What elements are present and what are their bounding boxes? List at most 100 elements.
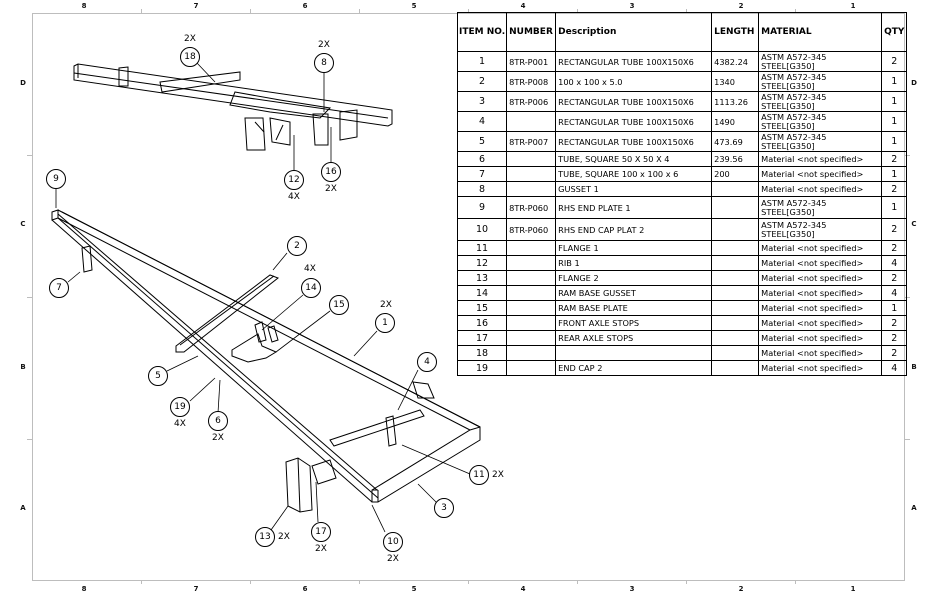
cell-description: FLANGE 2 <box>555 270 713 286</box>
cell-material: Material <not specified> <box>758 151 883 167</box>
cell-qty: 2 <box>881 151 908 167</box>
cell-description: RIB 1 <box>555 255 713 271</box>
balloon: 3 <box>434 498 454 518</box>
cell-item-no: 1 <box>456 51 508 72</box>
zone-column-label: 6 <box>302 2 308 10</box>
header-number: NUMBER <box>506 12 557 52</box>
zone-row-label: C <box>911 220 917 228</box>
svg-text:4X: 4X <box>288 192 300 202</box>
svg-text:4X: 4X <box>174 419 186 429</box>
cell-item-no: 3 <box>456 91 508 112</box>
svg-text:2X: 2X <box>315 544 327 554</box>
cell-qty: 2 <box>881 330 908 346</box>
cell-material: Material <not specified> <box>758 315 883 331</box>
cell-material: Material <not specified> <box>758 166 883 182</box>
svg-text:14: 14 <box>305 283 317 293</box>
zone-column-label: 2 <box>738 585 744 593</box>
balloon: 5 <box>148 366 168 386</box>
svg-text:11: 11 <box>473 470 484 480</box>
cell-qty: 1 <box>881 166 908 182</box>
cell-length: 473.69 <box>711 131 760 152</box>
balloon: 6 2X <box>208 411 228 443</box>
zone-column-label: 7 <box>193 585 199 593</box>
cell-qty: 2 <box>881 315 908 331</box>
leader-lines <box>55 62 471 533</box>
zone-column-label: 4 <box>520 585 526 593</box>
cell-item-no: 4 <box>456 111 508 132</box>
svg-text:10: 10 <box>387 537 399 547</box>
svg-text:3: 3 <box>441 503 447 513</box>
zone-row-label: A <box>911 504 917 512</box>
cell-item-no: 16 <box>456 315 508 331</box>
cell-item-no: 12 <box>456 255 508 271</box>
cell-item-no: 13 <box>456 270 508 286</box>
cell-description <box>555 345 713 361</box>
cell-length <box>711 196 760 219</box>
cell-item-no: 10 <box>456 218 508 241</box>
cell-item-no: 17 <box>456 330 508 346</box>
zone-row-label: B <box>20 363 26 371</box>
bill-of-materials-table: ITEM NO. NUMBER Description LENGTH MATER… <box>456 12 908 376</box>
svg-text:2X: 2X <box>278 532 290 542</box>
svg-text:9: 9 <box>53 174 59 184</box>
cell-length <box>711 315 760 331</box>
cell-number <box>506 270 557 286</box>
svg-text:1: 1 <box>382 318 388 328</box>
cell-qty: 1 <box>881 111 908 132</box>
cell-number <box>506 255 557 271</box>
cell-number <box>506 300 557 316</box>
svg-text:2X: 2X <box>212 433 224 443</box>
svg-text:2X: 2X <box>325 184 337 194</box>
bom-row: 16 FRONT AXLE STOPS Material <not specifie… <box>456 315 908 331</box>
bracket-plate <box>118 66 129 87</box>
cell-length <box>711 255 760 271</box>
cell-length <box>711 240 760 256</box>
cell-number <box>506 151 557 167</box>
svg-text:2X: 2X <box>318 40 330 50</box>
balloon: 9 <box>46 169 66 189</box>
cell-item-no: 9 <box>456 196 508 219</box>
svg-text:4X: 4X <box>304 264 316 274</box>
cell-item-no: 7 <box>456 166 508 182</box>
cell-qty: 4 <box>881 285 908 301</box>
zone-column-label: 6 <box>302 585 308 593</box>
svg-text:6: 6 <box>215 416 221 426</box>
cell-item-no: 8 <box>456 181 508 197</box>
svg-text:4: 4 <box>424 357 430 367</box>
cell-item-no: 2 <box>456 71 508 92</box>
balloon: 4 <box>417 352 437 372</box>
cell-length: 200 <box>711 166 760 182</box>
cell-length <box>711 345 760 361</box>
balloon: 12X <box>375 300 395 333</box>
cell-description: TUBE, SQUARE 100 x 100 x 6 <box>555 166 713 182</box>
cell-length <box>711 218 760 241</box>
cell-length <box>711 300 760 316</box>
cell-qty: 1 <box>881 300 908 316</box>
cell-description: FRONT AXLE STOPS <box>555 315 713 331</box>
zone-row-label: B <box>911 363 917 371</box>
zone-row-label: D <box>911 79 917 87</box>
cell-material: Material <not specified> <box>758 255 883 271</box>
cell-number: 8TR-P008 <box>506 71 557 92</box>
cell-length <box>711 360 760 376</box>
bom-header-row: ITEM NO. NUMBER Description LENGTH MATER… <box>456 12 908 52</box>
